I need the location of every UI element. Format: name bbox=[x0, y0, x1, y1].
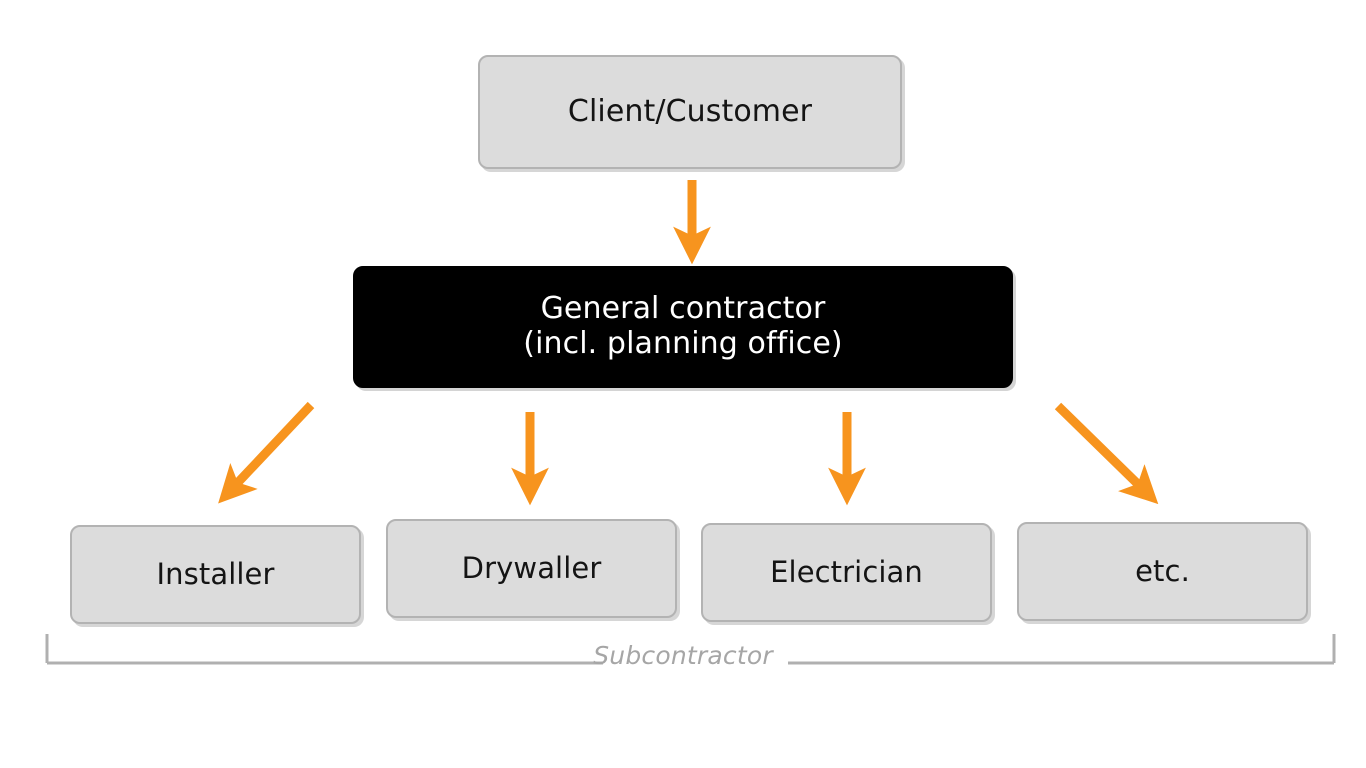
node-client-customer[interactable]: Client/Customer bbox=[478, 55, 902, 169]
node-subcontractor-electrician-label: Electrician bbox=[770, 554, 923, 589]
node-subcontractor-etc-label: etc. bbox=[1135, 553, 1190, 588]
node-general-contractor[interactable]: General contractor (incl. planning offic… bbox=[353, 266, 1013, 388]
subcontractor-group-label: Subcontractor bbox=[593, 641, 773, 670]
arrow-contractor-to-installer bbox=[218, 401, 315, 504]
node-subcontractor-electrician[interactable]: Electrician bbox=[701, 523, 992, 622]
node-subcontractor-installer-label: Installer bbox=[156, 556, 275, 591]
node-subcontractor-drywaller[interactable]: Drywaller bbox=[386, 519, 677, 618]
node-subcontractor-installer[interactable]: Installer bbox=[70, 525, 361, 624]
node-subcontractor-drywaller-label: Drywaller bbox=[461, 550, 602, 585]
node-subcontractor-etc[interactable]: etc. bbox=[1017, 522, 1308, 621]
node-client-customer-label: Client/Customer bbox=[567, 93, 813, 129]
node-general-contractor-label: General contractor (incl. planning offic… bbox=[523, 291, 843, 361]
arrow-contractor-to-etc bbox=[1054, 402, 1159, 505]
